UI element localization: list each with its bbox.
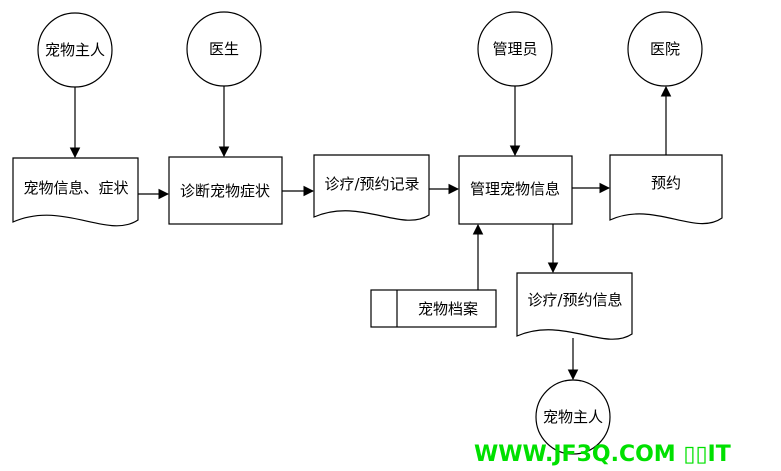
entity-owner-top-label: 宠物主人 [45,41,105,59]
connectors [69,85,672,381]
entity-admin: 管理员 [477,11,553,87]
process-manage-label: 管理宠物信息 [470,180,560,198]
watermark: WWW.JF3Q.COM ▯▯IT [474,442,731,467]
flow-appointment: 预约 [609,154,723,225]
flow-diag-record-label: 诊疗/预约记录 [324,175,419,193]
entity-hospital-label: 医院 [650,40,680,58]
process-manage: 管理宠物信息 [458,155,573,225]
entity-owner-bottom: 宠物主人 [535,379,611,455]
flow-pet-info: 宠物信息、症状 [12,157,139,227]
entity-admin-label: 管理员 [492,40,537,58]
flow-appointment-label: 预约 [651,174,681,192]
store-archive-label: 宠物档案 [418,300,478,318]
process-diagnose: 诊断宠物症状 [168,156,283,225]
entity-owner-bottom-label: 宠物主人 [543,408,603,426]
flow-pet-info-label: 宠物信息、症状 [23,179,128,197]
entity-owner-top: 宠物主人 [37,12,113,88]
entity-doctor-label: 医生 [209,40,239,58]
flow-diag-info: 诊疗/预约信息 [516,272,633,340]
entity-doctor: 医生 [186,11,262,87]
process-diagnose-label: 诊断宠物症状 [180,182,270,200]
entity-hospital: 医院 [627,11,703,87]
store-archive: 宠物档案 [370,289,497,328]
flow-diag-record: 诊疗/预约记录 [313,154,430,221]
flow-diag-info-label: 诊疗/预约信息 [527,291,622,309]
